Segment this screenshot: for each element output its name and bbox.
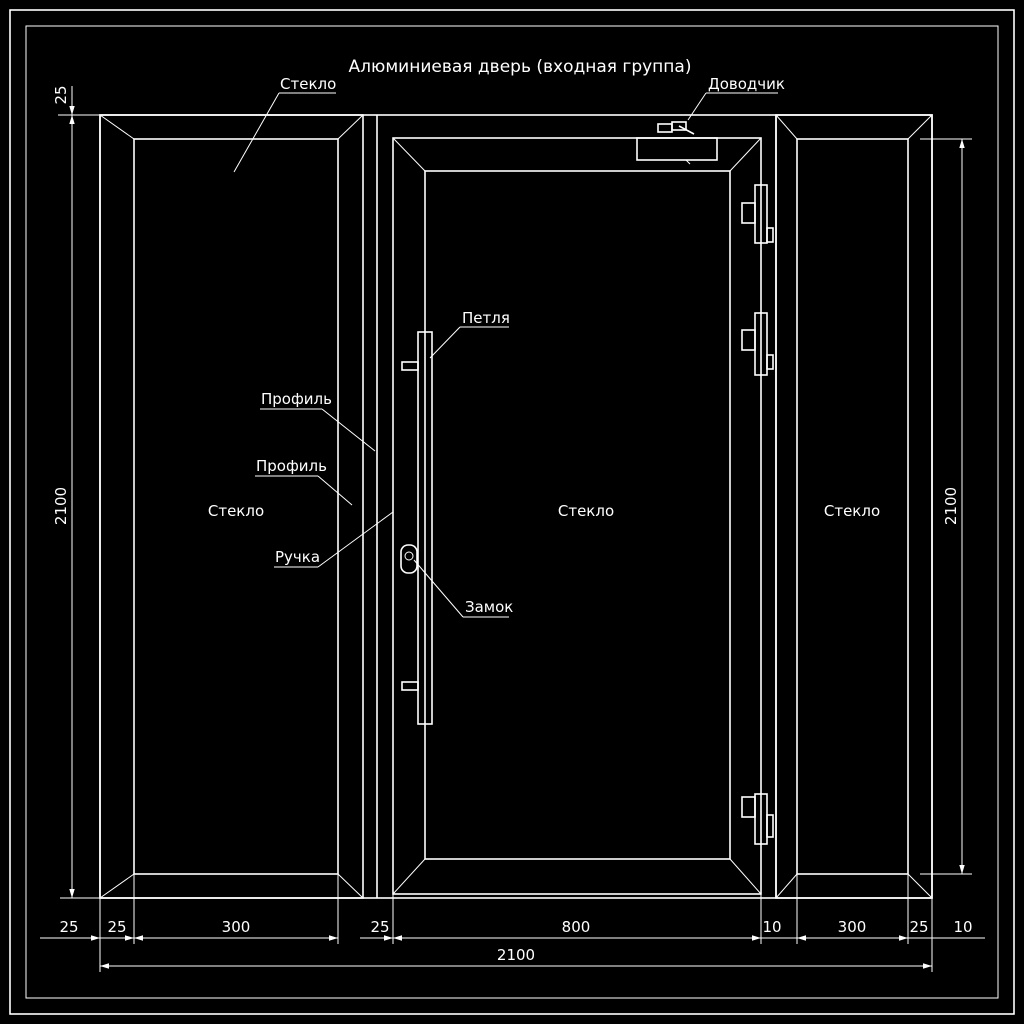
- lock: [400, 544, 418, 574]
- center-panel-label: Стекло: [558, 502, 614, 520]
- dim-height-right: 2100: [920, 138, 972, 875]
- callout-handle: Ручка: [274, 511, 394, 568]
- dim-bottom-4: 800: [562, 918, 591, 936]
- dim-bottom-3: 25: [370, 918, 389, 936]
- dim-height-right-value: 2100: [942, 487, 960, 525]
- left-sidelight: Стекло: [99, 114, 364, 899]
- door-closer: [636, 121, 718, 165]
- callout-lock-label: Замок: [465, 598, 513, 616]
- outer-border: [9, 9, 1015, 1015]
- callout-hinge-label: Петля: [462, 309, 510, 327]
- callout-profile-2: Профиль: [255, 457, 353, 506]
- left-panel-label: Стекло: [208, 502, 264, 520]
- callout-glass: Стекло: [233, 75, 336, 173]
- dim-bottom-8: 10: [953, 918, 972, 936]
- callout-profile-2-label: Профиль: [256, 457, 327, 475]
- dim-bottom-1: 25: [107, 918, 126, 936]
- dim-height-left-value: 2100: [52, 487, 70, 525]
- callout-handle-label: Ручка: [275, 548, 320, 566]
- dim-bottom-2: 300: [222, 918, 251, 936]
- hinge-top: [741, 184, 774, 244]
- dim-height-left: 2100: [52, 115, 100, 899]
- drawing-title: Алюминиевая дверь (входная группа): [349, 57, 692, 77]
- callout-glass-label: Стекло: [280, 75, 336, 93]
- callout-profile-1: Профиль: [260, 390, 376, 452]
- callout-closer-label: Доводчик: [708, 75, 785, 93]
- right-sidelight: Стекло: [775, 114, 933, 899]
- pull-handle: [401, 331, 433, 725]
- callout-lock: Замок: [413, 559, 513, 618]
- hinge-middle: [741, 312, 774, 376]
- dim-top-offset: 25: [52, 85, 100, 116]
- dim-bottom-0: 25: [59, 918, 78, 936]
- callout-profile-1-label: Профиль: [261, 390, 332, 408]
- dim-bottom-6: 300: [838, 918, 867, 936]
- dim-overall-value: 2100: [497, 946, 535, 964]
- dim-bottom-5: 10: [762, 918, 781, 936]
- center-door: Стекло: [392, 137, 762, 895]
- dim-bottom-7: 25: [909, 918, 928, 936]
- dim-overall: 2100: [100, 946, 932, 969]
- inner-border: [25, 25, 999, 999]
- callout-hinge: Петля: [429, 309, 510, 359]
- dim-row-bottom: 25 25 300 25 800 10 300 25 10: [40, 918, 985, 941]
- hinge-bottom: [741, 793, 774, 845]
- dim-top-offset-value: 25: [52, 85, 70, 104]
- right-panel-label: Стекло: [824, 502, 880, 520]
- callout-closer: Доводчик: [687, 75, 785, 121]
- dim-extensions: [99, 874, 933, 972]
